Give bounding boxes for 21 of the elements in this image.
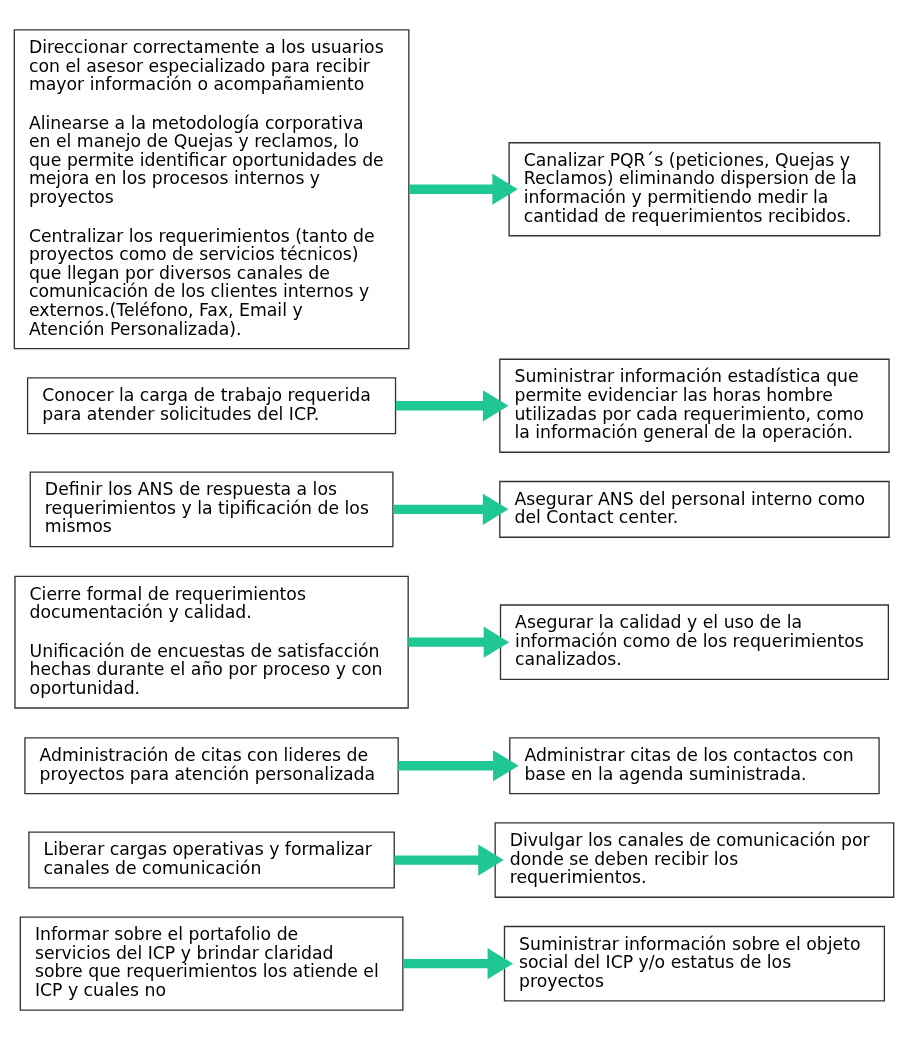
arrow — [395, 390, 508, 422]
node-box: Informar sobre el portafolio de servicios del ICP y brindar claridad sobre que requerimientos los atiende el ICP y cuales no — [19, 916, 404, 1011]
node-box: Conocer la carga de trabajo requerida para atender solicitudes del ICP. — [26, 377, 396, 435]
arrow — [407, 626, 509, 658]
node-box: Asegurar ANS del personal interno como del Contact center. — [498, 480, 890, 538]
arrow — [408, 173, 518, 205]
arrow — [393, 844, 504, 876]
node-box: Definir los ANS de respuesta a los requerimientos y la tipificación de los mismos — [29, 471, 394, 548]
node-box: Cierre formal de requerimientos documentación y calidad. Unificación de encuestas de satisfacción hechas durante el año por proceso y con oportunidad. — [13, 575, 409, 709]
node-box: Suministrar información estadística que permite evidenciar las horas hombre utilizadas por cada requerimiento, como la información general de la operación. — [498, 358, 890, 453]
node-box: Liberar cargas operativas y formalizar canales de comunicación — [27, 831, 395, 889]
node-box: Asegurar la calidad y el uso de la información como de los requerimientos canalizados. — [499, 604, 889, 681]
node-box: Direccionar correctamente a los usuarios con el asesor especializado para recibir mayor información o acompañamiento Alinearse a la metodología corporativa en el manejo de Quejas y reclamos, lo que permite identificar oportunidades de mejora en los procesos internos y proyectos Centralizar los requerimientos (tanto de proyectos como de servicios técnicos) que llegan por diversos canales de comunicación de los clientes internos y externos.(Teléfono, Fax, Email y Atención Personalizada). — [13, 29, 409, 350]
node-box: Canalizar PQR´s (peticiones, Quejas y Reclamos) eliminando dispersion de la información y permitiendo medir la cantidad de requerimientos recibidos. — [507, 142, 880, 237]
arrow — [402, 948, 513, 980]
arrow — [397, 750, 519, 782]
node-box: Administración de citas con lideres de proyectos para atención personalizada — [23, 737, 399, 795]
node-box: Administrar citas de los contactos con base en la agenda suministrada. — [508, 737, 880, 795]
node-box: Suministrar información sobre el objeto social del ICP y/o estatus de los proyectos — [503, 925, 885, 1002]
arrow — [392, 493, 508, 525]
node-box: Divulgar los canales de comunicación por donde se deben recibir los requerimientos. — [494, 822, 894, 898]
